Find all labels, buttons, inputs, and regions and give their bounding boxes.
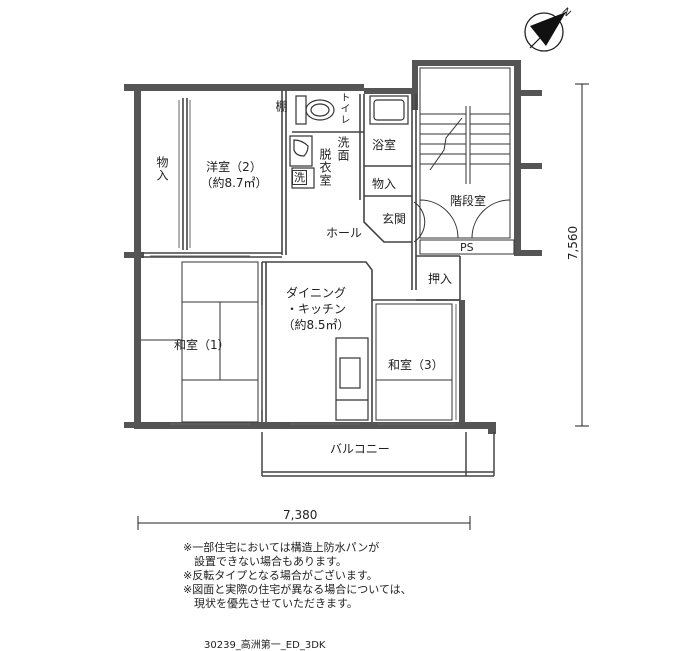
tatami-mats [141,261,453,423]
hall-label: ホール [326,226,363,240]
width-dimension: 7,380 [283,508,318,522]
bathtub-icon [369,95,409,125]
entrance-door [413,201,426,243]
depth-dimension: 7,560 [566,225,581,261]
sliding-doors [150,100,457,425]
balcony-label: バルコニー [330,442,390,456]
toilet-label: トイレ [338,92,349,125]
washbasin-icon [289,135,313,167]
washroom-label: 洗面 [336,136,350,162]
compass-icon [524,11,567,52]
storage-left-label: 物入 [155,156,169,182]
western-room-area: （約8.7㎡） [200,176,268,190]
japanese-room-1-label: 和室（1） [174,338,230,352]
stairs-icon [419,67,511,239]
outer-walls [124,60,542,434]
dressing-room-label: 脱衣室 [318,148,332,187]
ps-label: PS [460,241,474,254]
shelf-label: 棚 [274,100,288,113]
bathroom-label: 浴室 [372,138,397,152]
japanese-room-3-label: 和室（3） [388,358,444,372]
western-room-label: 洋室（2） [206,160,262,174]
note-line: ※反転タイプとなる場合がございます。 [183,569,378,582]
wash-mark-label: 洗 [292,170,307,185]
kitchen-counter-icon [335,337,369,421]
plan-caption: 30239_高洲第一_ED_3DK [204,640,326,651]
note-line: ※一部住宅においては構造上防水パンが [183,541,380,554]
stairwell-label: 階段室 [450,194,487,208]
storage-mid-label: 物入 [372,177,397,191]
notes: ※一部住宅においては構造上防水パンが 設置できない場合もあります。 ※反転タイプ… [183,541,412,611]
note-line: ※図面と実際の住宅が異なる場合については、 [183,583,412,596]
closet-label: 押入 [428,272,453,286]
dining-kitchen-label-2: ・キッチン [285,302,347,316]
stairwell-doors [419,199,515,255]
toilet-icon [295,95,335,125]
note-line: 現状を優先させていただきます。 [183,597,358,610]
dining-kitchen-area: （約8.5㎡） [282,318,350,332]
entrance-label: 玄関 [382,212,407,226]
balcony-outline [261,432,495,477]
dining-kitchen-label-1: ダイニング [285,286,347,300]
dimension-lines [137,83,589,530]
note-line: 設置できない場合もあります。 [183,555,347,568]
interior-walls [141,91,461,422]
